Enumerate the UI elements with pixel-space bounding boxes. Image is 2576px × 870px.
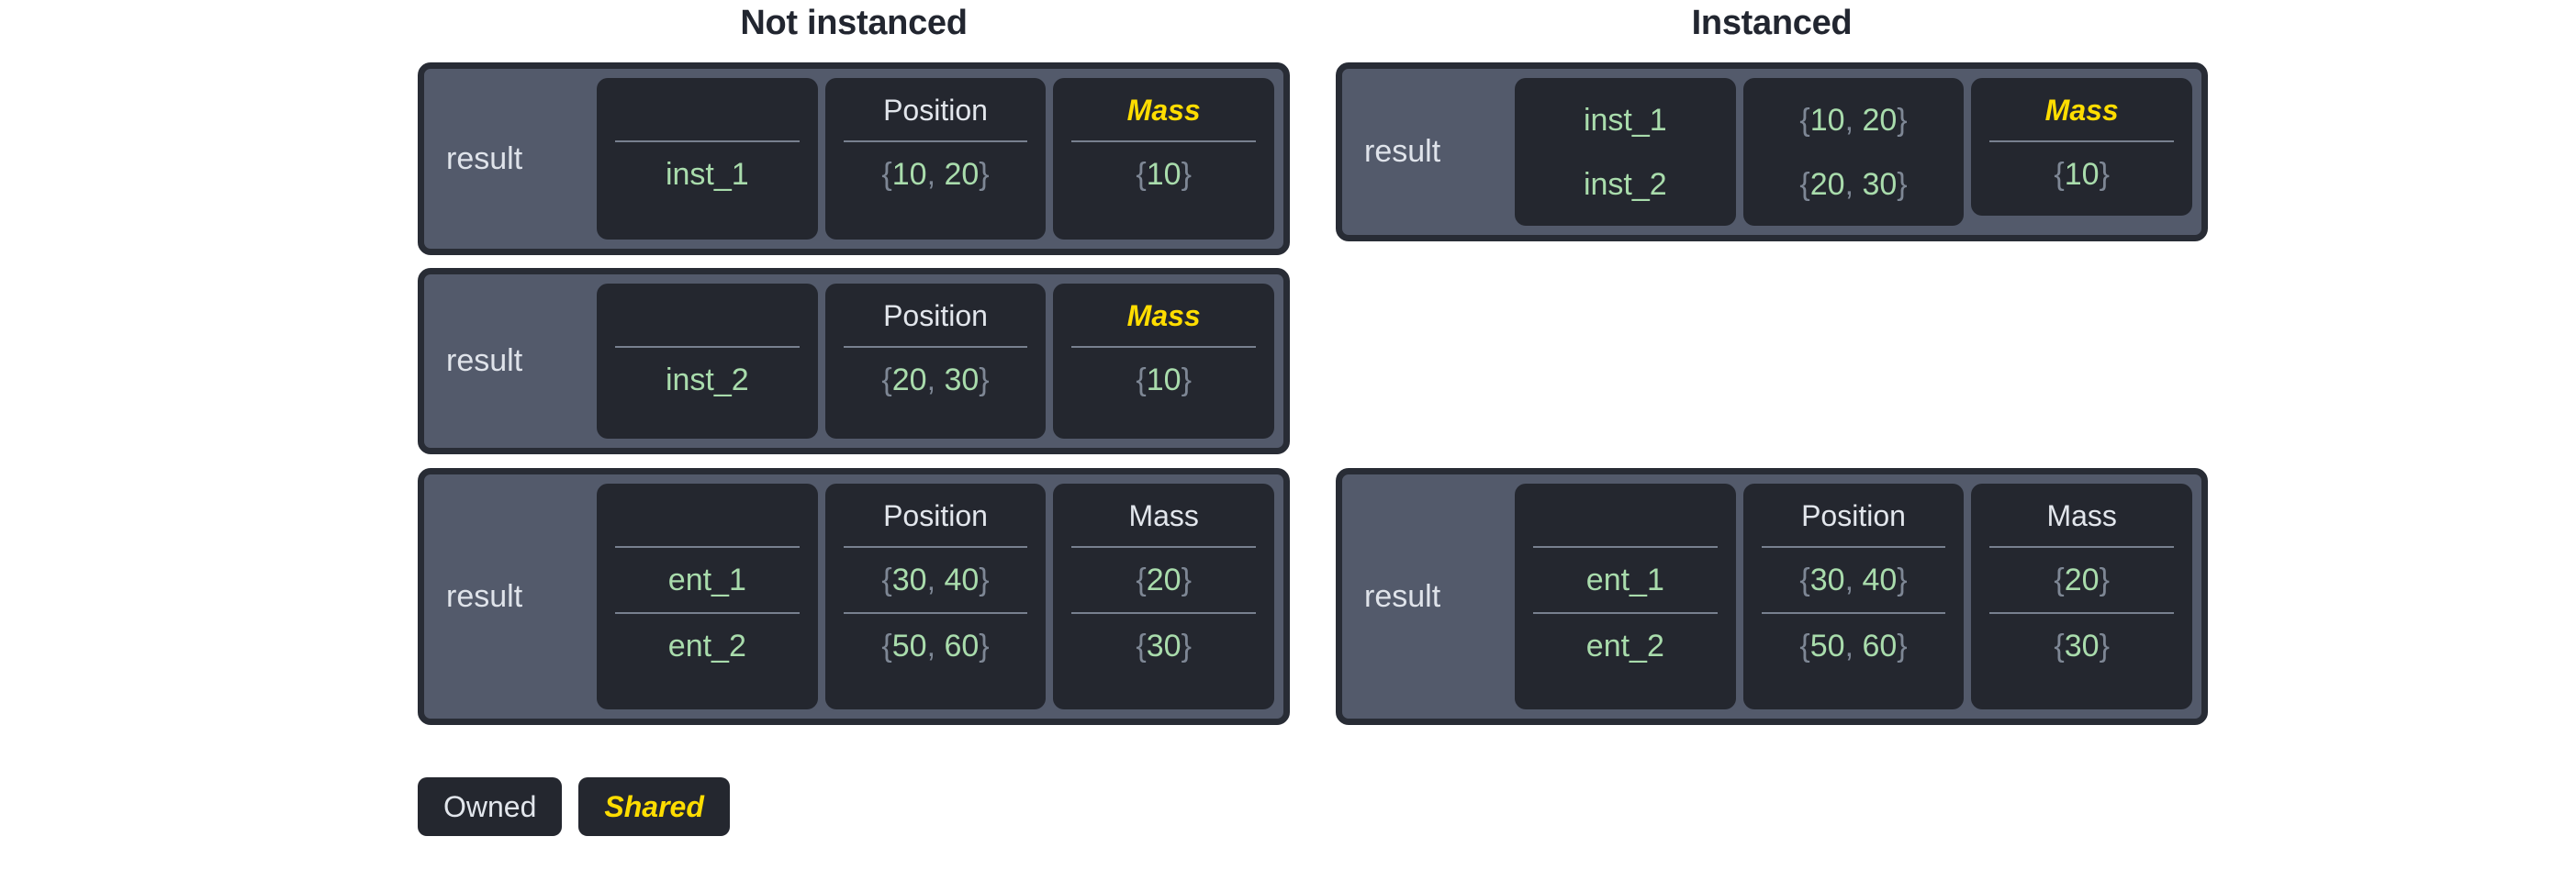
row-separator xyxy=(843,612,1028,614)
entity-card: result inst_1 Position {10, 20} Mass {10} xyxy=(418,62,1290,255)
component-header: Mass xyxy=(1126,94,1201,127)
component-columns: inst_1 Position {10, 20} Mass {10} xyxy=(597,78,1275,240)
component-column: Mass {20} {30} xyxy=(1053,484,1275,709)
component-header: Position xyxy=(883,499,988,532)
row-separator xyxy=(1989,612,2175,614)
row-separator xyxy=(1071,546,1257,548)
component-value-cell: {20, 30} xyxy=(1799,167,1908,202)
component-header xyxy=(610,489,805,542)
component-header: Mass xyxy=(1128,499,1199,532)
legend-badge-owned: Owned xyxy=(418,777,563,836)
component-column: Mass {10} xyxy=(1053,284,1275,439)
component-value-cell: {50, 60} xyxy=(881,629,990,664)
component-value-cell: {30, 40} xyxy=(881,563,990,597)
row-separator xyxy=(1761,612,1946,614)
row-separator xyxy=(1071,612,1257,614)
card-result-label: result xyxy=(446,140,523,176)
row-separator xyxy=(1761,546,1946,548)
row-separator xyxy=(615,612,800,614)
panel-title-not-instanced: Not instanced xyxy=(740,4,968,42)
component-header xyxy=(610,84,805,137)
component-header: Position xyxy=(883,299,988,332)
component-column: Mass {20} {30} xyxy=(1971,484,2193,709)
component-value-cell: {10, 20} xyxy=(881,157,990,192)
component-column: inst_1 inst_2 xyxy=(1515,78,1736,226)
component-value-cell: ent_2 xyxy=(667,629,746,664)
row-separator xyxy=(615,346,800,348)
legend-badge-shared: Shared xyxy=(578,777,730,836)
component-column: Position {10, 20} xyxy=(824,78,1047,240)
component-value-cell: ent_1 xyxy=(667,563,746,597)
component-header xyxy=(610,289,805,342)
row-separator xyxy=(1533,612,1718,614)
component-value-cell: inst_1 xyxy=(1583,102,1667,138)
component-column: Position {30, 40} {50, 60} xyxy=(824,484,1047,709)
legend: Owned Shared xyxy=(418,777,730,836)
component-value-cell: ent_2 xyxy=(1585,629,1664,664)
component-header xyxy=(1528,489,1723,542)
row-separator xyxy=(843,140,1028,142)
row-separator xyxy=(615,546,800,548)
component-value-cell: {10} xyxy=(1136,362,1192,397)
component-header: Position xyxy=(883,94,988,127)
component-header: Mass xyxy=(2046,499,2117,532)
component-columns: ent_1 ent_2 Position {30, 40} {50, 60} Mass {2… xyxy=(597,484,1275,709)
component-value-cell: {30, 40} xyxy=(1799,563,1908,597)
component-value-cell: {30} xyxy=(1136,629,1192,664)
component-column: Position {30, 40} {50, 60} xyxy=(1742,484,1965,709)
component-columns: ent_1 ent_2 Position {30, 40} {50, 60} Mass {2… xyxy=(1515,484,2193,709)
component-column: ent_1 ent_2 xyxy=(1515,484,1736,709)
row-separator xyxy=(843,346,1028,348)
component-value-cell: {10} xyxy=(2054,157,2110,192)
component-column: inst_2 xyxy=(597,284,818,439)
component-value-cell: ent_1 xyxy=(1585,563,1664,597)
component-column: Position{10, 20}{20, 30} xyxy=(1742,78,1965,226)
entity-card: result ent_1 ent_2 Position {30, 40} {50, 60… xyxy=(1336,468,2208,725)
component-value-cell: {20} xyxy=(1136,563,1192,597)
component-column: Mass {10} xyxy=(1971,78,2193,216)
component-value-cell: {50, 60} xyxy=(1799,629,1908,664)
component-value-cell: {10} xyxy=(1136,157,1192,192)
card-result-label: result xyxy=(446,578,523,614)
component-header: Position xyxy=(1801,499,1906,532)
component-column: Mass {10} xyxy=(1053,78,1275,240)
row-separator xyxy=(843,546,1028,548)
component-value-cell: {20} xyxy=(2054,563,2110,597)
row-separator xyxy=(1071,140,1257,142)
component-column: ent_1 ent_2 xyxy=(597,484,818,709)
component-value-cell: {30} xyxy=(2054,629,2110,664)
component-header: Mass xyxy=(1126,299,1201,332)
entity-card: result inst_2 Position {20, 30} Mass {10} xyxy=(418,268,1290,454)
row-separator xyxy=(1989,140,2175,142)
component-value-cell: inst_2 xyxy=(665,362,749,397)
row-separator xyxy=(1989,546,2175,548)
component-value-cell: {10, 20} xyxy=(1799,102,1908,138)
component-header: Mass xyxy=(2044,94,2119,127)
row-separator xyxy=(615,140,800,142)
component-value-cell: inst_1 xyxy=(665,157,749,192)
card-result-label: result xyxy=(1364,578,1441,614)
component-columns: inst_2 Position {20, 30} Mass {10} xyxy=(597,284,1275,439)
entity-card: result ent_1 ent_2 Position {30, 40} {50, 60… xyxy=(418,468,1290,725)
component-value-cell: inst_2 xyxy=(1583,167,1667,202)
component-value-cell: {20, 30} xyxy=(881,362,990,397)
panel-title-instanced: Instanced xyxy=(1691,4,1853,42)
card-result-label: result xyxy=(446,343,523,378)
card-result-label: result xyxy=(1364,134,1441,169)
component-column: Position {20, 30} xyxy=(824,284,1047,439)
row-separator xyxy=(1533,546,1718,548)
row-separator xyxy=(1071,346,1257,348)
component-column: inst_1 xyxy=(597,78,818,240)
